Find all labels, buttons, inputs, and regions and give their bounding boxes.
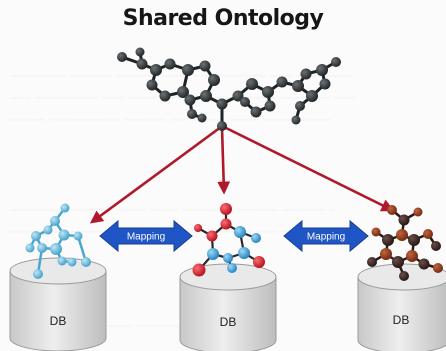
left-database-molecule bbox=[25, 203, 91, 279]
database-right-label: DB bbox=[393, 313, 410, 327]
diagram-title: Shared Ontology bbox=[122, 6, 324, 31]
database-left-label: DB bbox=[50, 314, 67, 328]
database-middle-label: DB bbox=[220, 315, 237, 329]
middle-database-molecule bbox=[192, 203, 265, 277]
ontology-arrows bbox=[89, 125, 395, 224]
mapping-left-label: Mapping bbox=[127, 232, 165, 243]
mapping-right-label: Mapping bbox=[307, 232, 345, 243]
arrow-to-right bbox=[223, 125, 395, 212]
arrow-to-middle bbox=[217, 127, 231, 195]
database-middle: DB bbox=[179, 263, 277, 351]
mapping-arrow-right: Mapping bbox=[283, 219, 369, 253]
right-database-molecule bbox=[367, 205, 443, 281]
mapping-arrow-left: Mapping bbox=[99, 219, 193, 253]
database-left: DB bbox=[9, 257, 107, 351]
arrow-to-left bbox=[89, 125, 222, 224]
shared-ontology-molecule bbox=[117, 47, 341, 131]
